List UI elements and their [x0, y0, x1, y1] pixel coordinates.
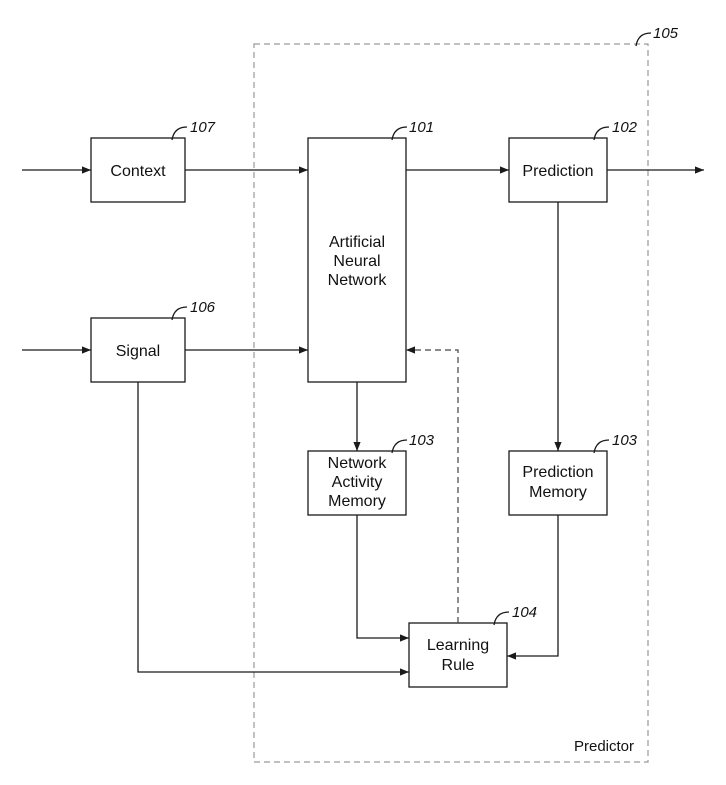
learning-rule-ref-leader: [493, 611, 510, 626]
network-memory-ref: 103: [409, 432, 435, 449]
network-memory-ref-leader: [391, 439, 408, 454]
network-activity-memory-box: Network Activity Memory: [307, 450, 407, 516]
ann-ref-leader: [391, 126, 408, 141]
prediction-memory-line-1: Prediction: [522, 464, 593, 481]
network-memory-line-3: Memory: [328, 493, 386, 510]
prediction-box: Prediction: [508, 137, 608, 203]
signal-label: Signal: [116, 343, 160, 360]
predictor-ref: 105: [653, 25, 679, 42]
context-label: Context: [110, 163, 166, 180]
network-memory-to-learning-rule-arrow: [356, 515, 409, 642]
context-box: Context: [90, 137, 186, 203]
ann-label-line-1: Artificial: [329, 234, 385, 251]
prediction-memory-line-2: Memory: [529, 484, 587, 501]
predictor-boundary: [253, 43, 649, 763]
prediction-label: Prediction: [522, 163, 593, 180]
ann-ref: 101: [409, 119, 434, 136]
network-memory-line-2: Activity: [332, 474, 383, 491]
predictor-ref-leader: [635, 32, 652, 47]
signal-ref-leader: [171, 306, 188, 321]
learning-rule-line-1: Learning: [427, 637, 489, 654]
prediction-ref: 102: [612, 119, 638, 136]
network-memory-line-1: Network: [328, 455, 388, 472]
prediction-memory-ref-leader: [593, 439, 610, 454]
predictor-label: Predictor: [574, 738, 634, 755]
learning-rule-line-2: Rule: [442, 657, 475, 674]
context-ref: 107: [190, 119, 216, 136]
signal-to-learning-rule-arrow: [137, 382, 409, 676]
prediction-memory-ref: 103: [612, 432, 638, 449]
ann-label-line-2: Neural: [333, 253, 380, 270]
learning-rule-feedback-arrow: [406, 346, 459, 623]
learning-rule-box: Learning Rule: [408, 622, 508, 688]
context-ref-leader: [171, 126, 188, 141]
prediction-ref-leader: [593, 126, 610, 141]
ann-label-line-3: Network: [328, 272, 388, 289]
ann-box: Artificial Neural Network: [307, 137, 407, 383]
learning-rule-ref: 104: [512, 604, 537, 621]
signal-ref: 106: [190, 299, 216, 316]
signal-box: Signal: [90, 317, 186, 383]
prediction-memory-to-learning-rule-arrow: [507, 515, 559, 660]
prediction-memory-box: Prediction Memory: [508, 450, 608, 516]
